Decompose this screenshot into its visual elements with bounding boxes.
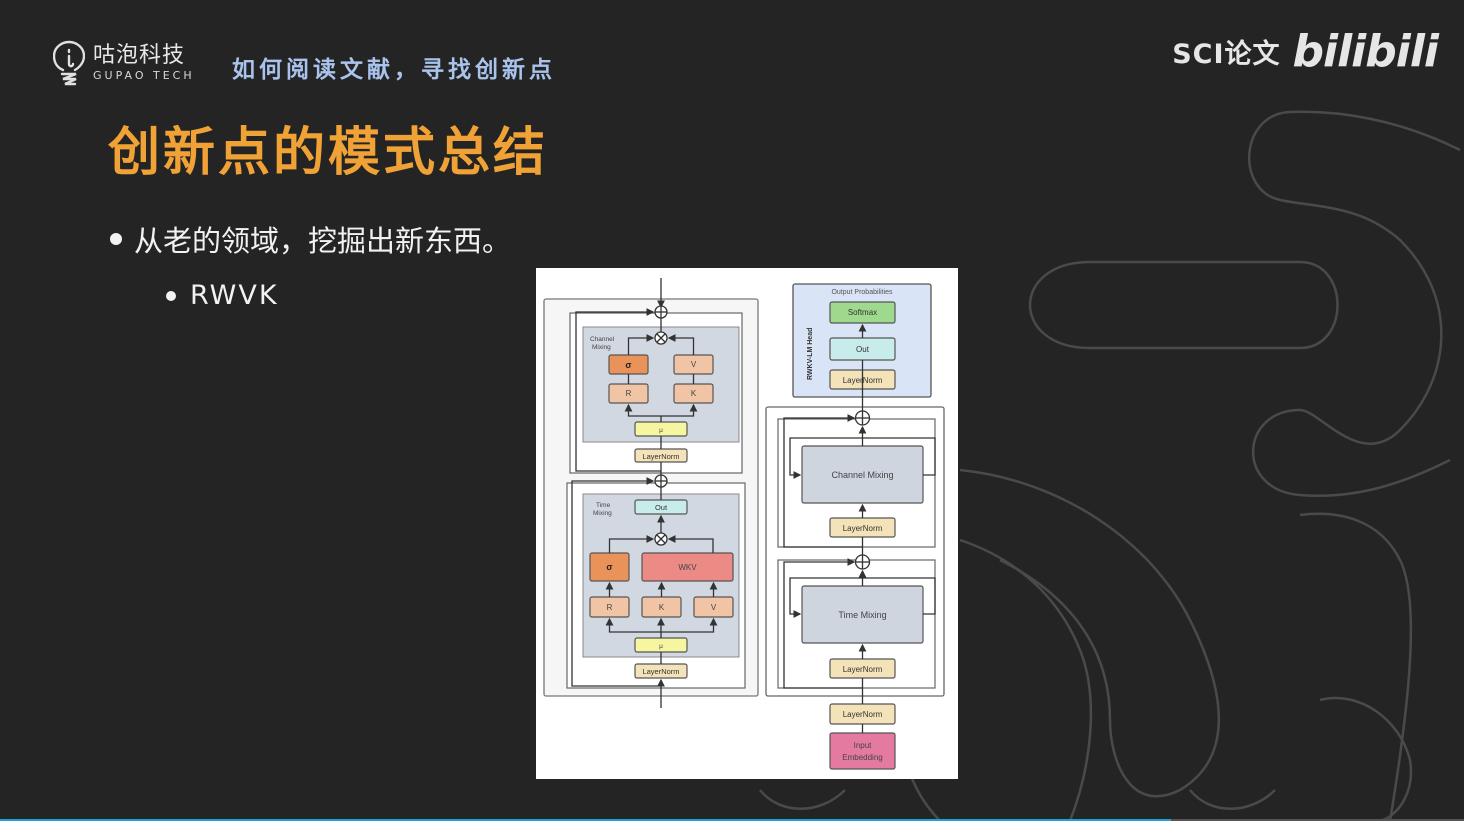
input-embedding-label-line1: Input xyxy=(854,741,873,750)
cm-sigma-label: σ xyxy=(625,360,631,370)
cm-r-label: R xyxy=(626,389,632,398)
video-progress-remaining[interactable] xyxy=(1171,819,1464,821)
output-probabilities-label: Output Probabilities xyxy=(831,289,893,296)
channel-mixing-label: Channel Mixing xyxy=(831,470,893,480)
lm-head-label: RWKV-LM Head xyxy=(807,328,814,380)
cm-pre-layernorm-label: LayerNorm xyxy=(843,524,883,533)
tm-k-label: K xyxy=(659,603,665,612)
video-progress-bar[interactable] xyxy=(0,819,1172,821)
cm-layernorm-label: LayerNorm xyxy=(642,452,679,461)
lightbulb-icon xyxy=(53,40,85,86)
tm-out-label: Out xyxy=(655,503,668,512)
head-out-label: Out xyxy=(856,345,870,354)
slide-title: 创新点的模式总结 xyxy=(108,123,549,183)
logo-chinese-name: 咕泡科技 xyxy=(93,43,186,68)
left-block-diagram: Channel Mixing σ V R K μ LayerNorm xyxy=(543,278,759,708)
channel-mixing-label-line1: Channel xyxy=(590,336,615,343)
tm-mu-label: μ xyxy=(659,643,663,650)
time-mixing-label: Time Mixing xyxy=(838,610,886,620)
softmax-label: Softmax xyxy=(848,308,877,317)
tm-wkv-label: WKV xyxy=(678,563,697,572)
input-embedding-label-line2: Embedding xyxy=(842,753,882,762)
bullet-dot-icon xyxy=(166,290,176,301)
bullet-dot-icon xyxy=(110,233,122,245)
channel-mixing-label-line2: Mixing xyxy=(592,344,611,351)
time-mixing-label-line2: Mixing xyxy=(593,510,612,517)
architecture-diagram: Channel Mixing σ V R K μ LayerNorm xyxy=(543,278,945,770)
softmax-box xyxy=(829,301,896,324)
tm-sigma-label: σ xyxy=(606,562,612,572)
brand-watermark: SCI论文 bilibili xyxy=(1172,26,1439,77)
bullet-text: RWVK xyxy=(190,280,279,311)
tm-layernorm-label: LayerNorm xyxy=(642,667,679,676)
input-layernorm-label: LayerNorm xyxy=(843,710,883,719)
tm-v-label: V xyxy=(711,603,717,612)
bullet-text: 从老的领域，挖掘出新东西。 xyxy=(134,224,512,258)
bilibili-logo: bilibili xyxy=(1292,26,1439,77)
cm-mu-label: μ xyxy=(659,427,663,434)
brand-prefix: SCI论文 xyxy=(1172,39,1281,70)
input-embedding-box xyxy=(829,732,896,770)
time-mixing-label-line1: Time xyxy=(596,502,611,509)
tm-wkv-box xyxy=(641,552,734,582)
tm-r-label: R xyxy=(607,603,613,612)
tm-pre-layernorm-label: LayerNorm xyxy=(843,665,883,674)
rwkv-architecture-figure: Channel Mixing σ V R K μ LayerNorm xyxy=(536,268,958,779)
right-block-diagram: RWKV-LM Head Output Probabilities Softma… xyxy=(765,283,945,770)
cm-k-label: K xyxy=(691,389,697,398)
logo-english-name: GUPAO TECH xyxy=(93,69,195,82)
bullet-item-level1: 从老的领域，挖掘出新东西。 xyxy=(110,218,511,260)
bullet-item-level2: RWVK xyxy=(166,280,279,311)
company-logo: 咕泡科技 GUPAO TECH xyxy=(53,40,195,86)
cm-v-label: V xyxy=(691,360,697,369)
series-title: 如何阅读文献，寻找创新点 xyxy=(232,57,556,83)
